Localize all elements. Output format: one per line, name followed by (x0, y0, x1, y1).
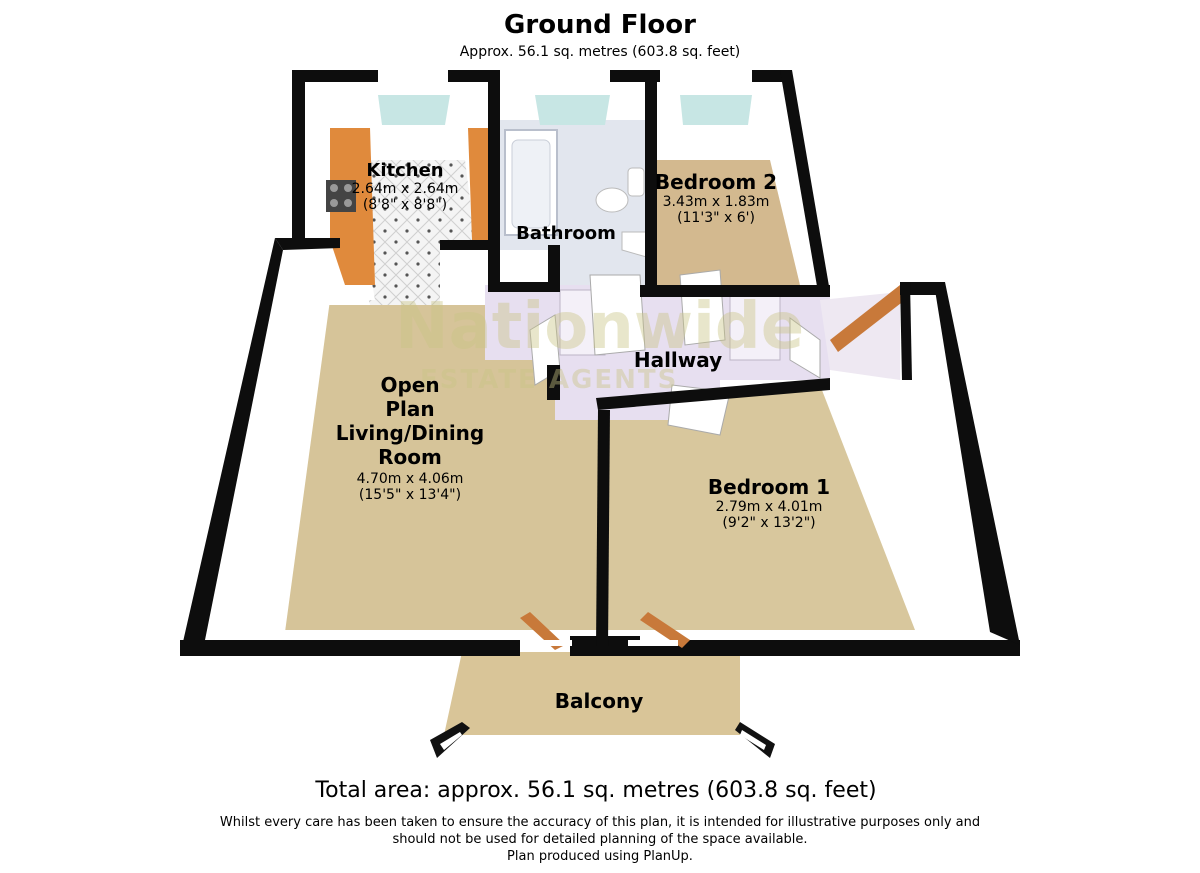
balcony-name: Balcony (554, 689, 644, 713)
bedroom2-floor (655, 160, 800, 285)
bedroom1-floor (605, 385, 915, 630)
disclaimer-line: should not be used for detailed planning… (392, 832, 808, 847)
bedroom1-label: Bedroom 1 2.79m x 4.01m (9'2" x 13'2") (708, 475, 830, 531)
total-area: Total area: approx. 56.1 sq. metres (603… (315, 778, 877, 803)
living-room-metric: 4.70m x 4.06m (356, 471, 464, 487)
watermark-logo: Nationwide (395, 290, 805, 364)
bathroom-area (500, 95, 651, 285)
hallway-label: Hallway (634, 348, 722, 372)
kitchen-name: Kitchen (366, 160, 444, 181)
page-title: Ground Floor (504, 10, 696, 40)
page-subtitle: Approx. 56.1 sq. metres (603.8 sq. feet) (459, 44, 741, 60)
living-room-name-line: Room (378, 445, 442, 469)
watermark-tagline: ESTATE AGENTS (420, 365, 679, 395)
bedroom2-name: Bedroom 2 (654, 170, 778, 194)
bedroom2-metric: 3.43m x 1.83m (662, 194, 770, 210)
kitchen-label: Kitchen 2.64m x 2.64m (8'8" x 8'8") (352, 160, 459, 213)
disclaimer: Whilst every care has been taken to ensu… (220, 814, 980, 865)
kitchen-area (300, 95, 495, 305)
living-room-name-line: Living/Dining (335, 421, 485, 445)
living-room-floor (285, 305, 600, 630)
disclaimer-line: Whilst every care has been taken to ensu… (219, 815, 981, 830)
disclaimer-line: Plan produced using PlanUp. (507, 849, 693, 864)
walls (180, 70, 1020, 656)
hallway-name: Hallway (633, 348, 723, 372)
living-room-name-line: Plan (385, 397, 435, 421)
bedroom1-metric: 2.79m x 4.01m (715, 499, 823, 515)
balcony-area (430, 652, 775, 758)
bedroom1-imperial: (9'2" x 13'2") (722, 515, 816, 531)
bedroom2-label: Bedroom 2 3.43m x 1.83m (11'3" x 6') (655, 170, 777, 226)
living-room-label: Open Plan Living/Dining Room 4.70m x 4.0… (336, 373, 484, 503)
bedroom1-name: Bedroom 1 (707, 475, 831, 499)
hallway-area (485, 269, 905, 436)
living-room-name-line: Open (380, 373, 440, 397)
kitchen-imperial: (8'8" x 8'8") (362, 197, 448, 213)
balcony-doors (520, 612, 690, 650)
living-room-imperial: (15'5" x 13'4") (358, 487, 462, 503)
balcony-label: Balcony (555, 689, 643, 713)
bathroom-label: Bathroom (516, 223, 616, 244)
bathroom-name: Bathroom (516, 223, 616, 244)
bedroom2-imperial: (11'3" x 6') (677, 210, 755, 226)
kitchen-metric: 2.64m x 2.64m (351, 181, 459, 197)
